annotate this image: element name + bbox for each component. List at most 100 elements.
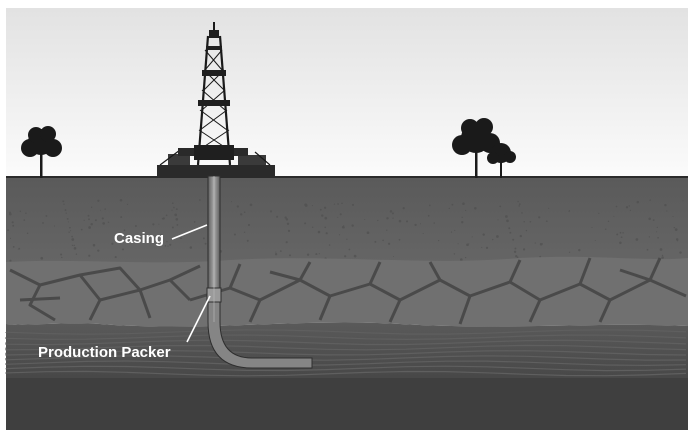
strata-speckle	[287, 229, 291, 233]
strata-speckle	[311, 205, 313, 207]
strata-speckle	[661, 256, 664, 259]
strata-speckle	[67, 221, 69, 223]
upper-strata	[6, 177, 688, 269]
strata-speckle	[568, 210, 571, 212]
strata-speckle	[11, 221, 14, 224]
strata-speckle	[460, 258, 463, 261]
strata-speckle	[9, 237, 12, 239]
strata-speckle	[676, 240, 679, 242]
strata-speckle	[499, 205, 502, 208]
production-packer-label: Production Packer	[38, 344, 171, 361]
strata-speckle	[175, 217, 179, 221]
strata-speckle	[591, 226, 593, 228]
strata-speckle	[539, 255, 542, 258]
strata-speckle	[594, 240, 596, 242]
strata-speckle	[568, 251, 571, 253]
strata-speckle	[657, 237, 659, 239]
strata-speckle	[92, 243, 96, 247]
strata-speckle	[71, 244, 74, 247]
strata-speckle	[243, 211, 246, 213]
strata-speckle	[288, 254, 292, 257]
strata-speckle	[321, 214, 324, 217]
strata-speckle	[337, 203, 339, 205]
strata-speckle	[318, 253, 320, 255]
tree-icon	[21, 126, 62, 178]
strata-speckle	[125, 241, 128, 243]
strata-speckle	[652, 219, 655, 221]
strata-speckle	[453, 253, 456, 255]
strata-speckle	[12, 224, 15, 227]
strata-speckle	[437, 239, 440, 242]
strata-speckle	[17, 248, 19, 250]
strata-speckle	[516, 256, 519, 259]
strata-speckle	[286, 222, 290, 226]
strata-speckle	[454, 229, 456, 232]
strata-speckle	[243, 231, 246, 233]
strata-speckle	[311, 226, 314, 228]
strata-line	[5, 349, 687, 356]
strata-speckle	[427, 214, 430, 217]
strata-speckle	[107, 221, 110, 224]
strata-speckle	[518, 205, 520, 207]
upper-strata-texture	[7, 198, 684, 263]
rock-cracks	[9, 257, 687, 325]
strata-speckle	[545, 220, 548, 223]
strata-speckle	[338, 234, 341, 236]
strata-speckle	[625, 206, 629, 209]
strata-speckle	[615, 205, 618, 208]
strata-speckle	[433, 222, 435, 224]
strata-speckle	[405, 220, 409, 223]
strata-speckle	[464, 209, 467, 212]
strata-speckle	[613, 215, 615, 217]
bottom-strata	[6, 378, 688, 430]
strata-speckle	[152, 223, 155, 226]
strata-speckle	[101, 217, 104, 220]
strata-speckle	[578, 248, 581, 252]
strata-speckle	[659, 248, 663, 251]
strata-speckle	[269, 210, 273, 213]
strata-speckle	[664, 203, 667, 207]
strata-speckle	[9, 259, 12, 262]
strata-speckle	[382, 239, 384, 242]
strata-speckle	[325, 232, 328, 235]
strata-speckle	[346, 238, 348, 240]
strata-speckle	[42, 221, 44, 224]
strata-speckle	[656, 231, 658, 233]
strata-speckle	[674, 228, 678, 231]
strata-speckle	[62, 200, 65, 203]
strata-speckle	[387, 242, 391, 245]
strata-speckle	[616, 233, 619, 236]
strata-speckle	[275, 251, 277, 253]
strata-speckle	[279, 250, 282, 252]
strata-speckle	[171, 202, 174, 205]
strata-speckle	[328, 244, 331, 246]
strata-speckle	[25, 212, 27, 214]
casing-leader-line	[171, 224, 208, 240]
strata-speckle	[521, 212, 523, 214]
strata-speckle	[529, 220, 532, 223]
strata-speckle	[392, 217, 394, 219]
strata-speckle	[450, 231, 453, 233]
strata-speckle	[398, 219, 402, 223]
strata-speckle	[8, 212, 12, 216]
strata-speckle	[175, 208, 178, 211]
strata-speckle	[88, 254, 91, 257]
strata-speckle	[97, 249, 100, 252]
strata-speckle	[284, 216, 287, 219]
strata-speckle	[12, 245, 15, 248]
strata-speckle	[94, 219, 97, 222]
strata-speckle	[304, 222, 307, 225]
strata-speckle	[70, 230, 72, 232]
strata-speckle	[629, 209, 632, 212]
strata-speckle	[61, 256, 63, 259]
strata-speckle	[83, 219, 85, 221]
strata-speckle	[377, 219, 379, 222]
strata-speckle	[364, 218, 366, 221]
strata-speckle	[519, 234, 522, 238]
strata-line	[5, 344, 687, 351]
strata-speckle	[481, 246, 483, 249]
strata-line	[5, 360, 687, 367]
strata-speckle	[285, 218, 289, 221]
strata-speckle	[351, 224, 354, 227]
strata-speckle	[171, 226, 174, 229]
